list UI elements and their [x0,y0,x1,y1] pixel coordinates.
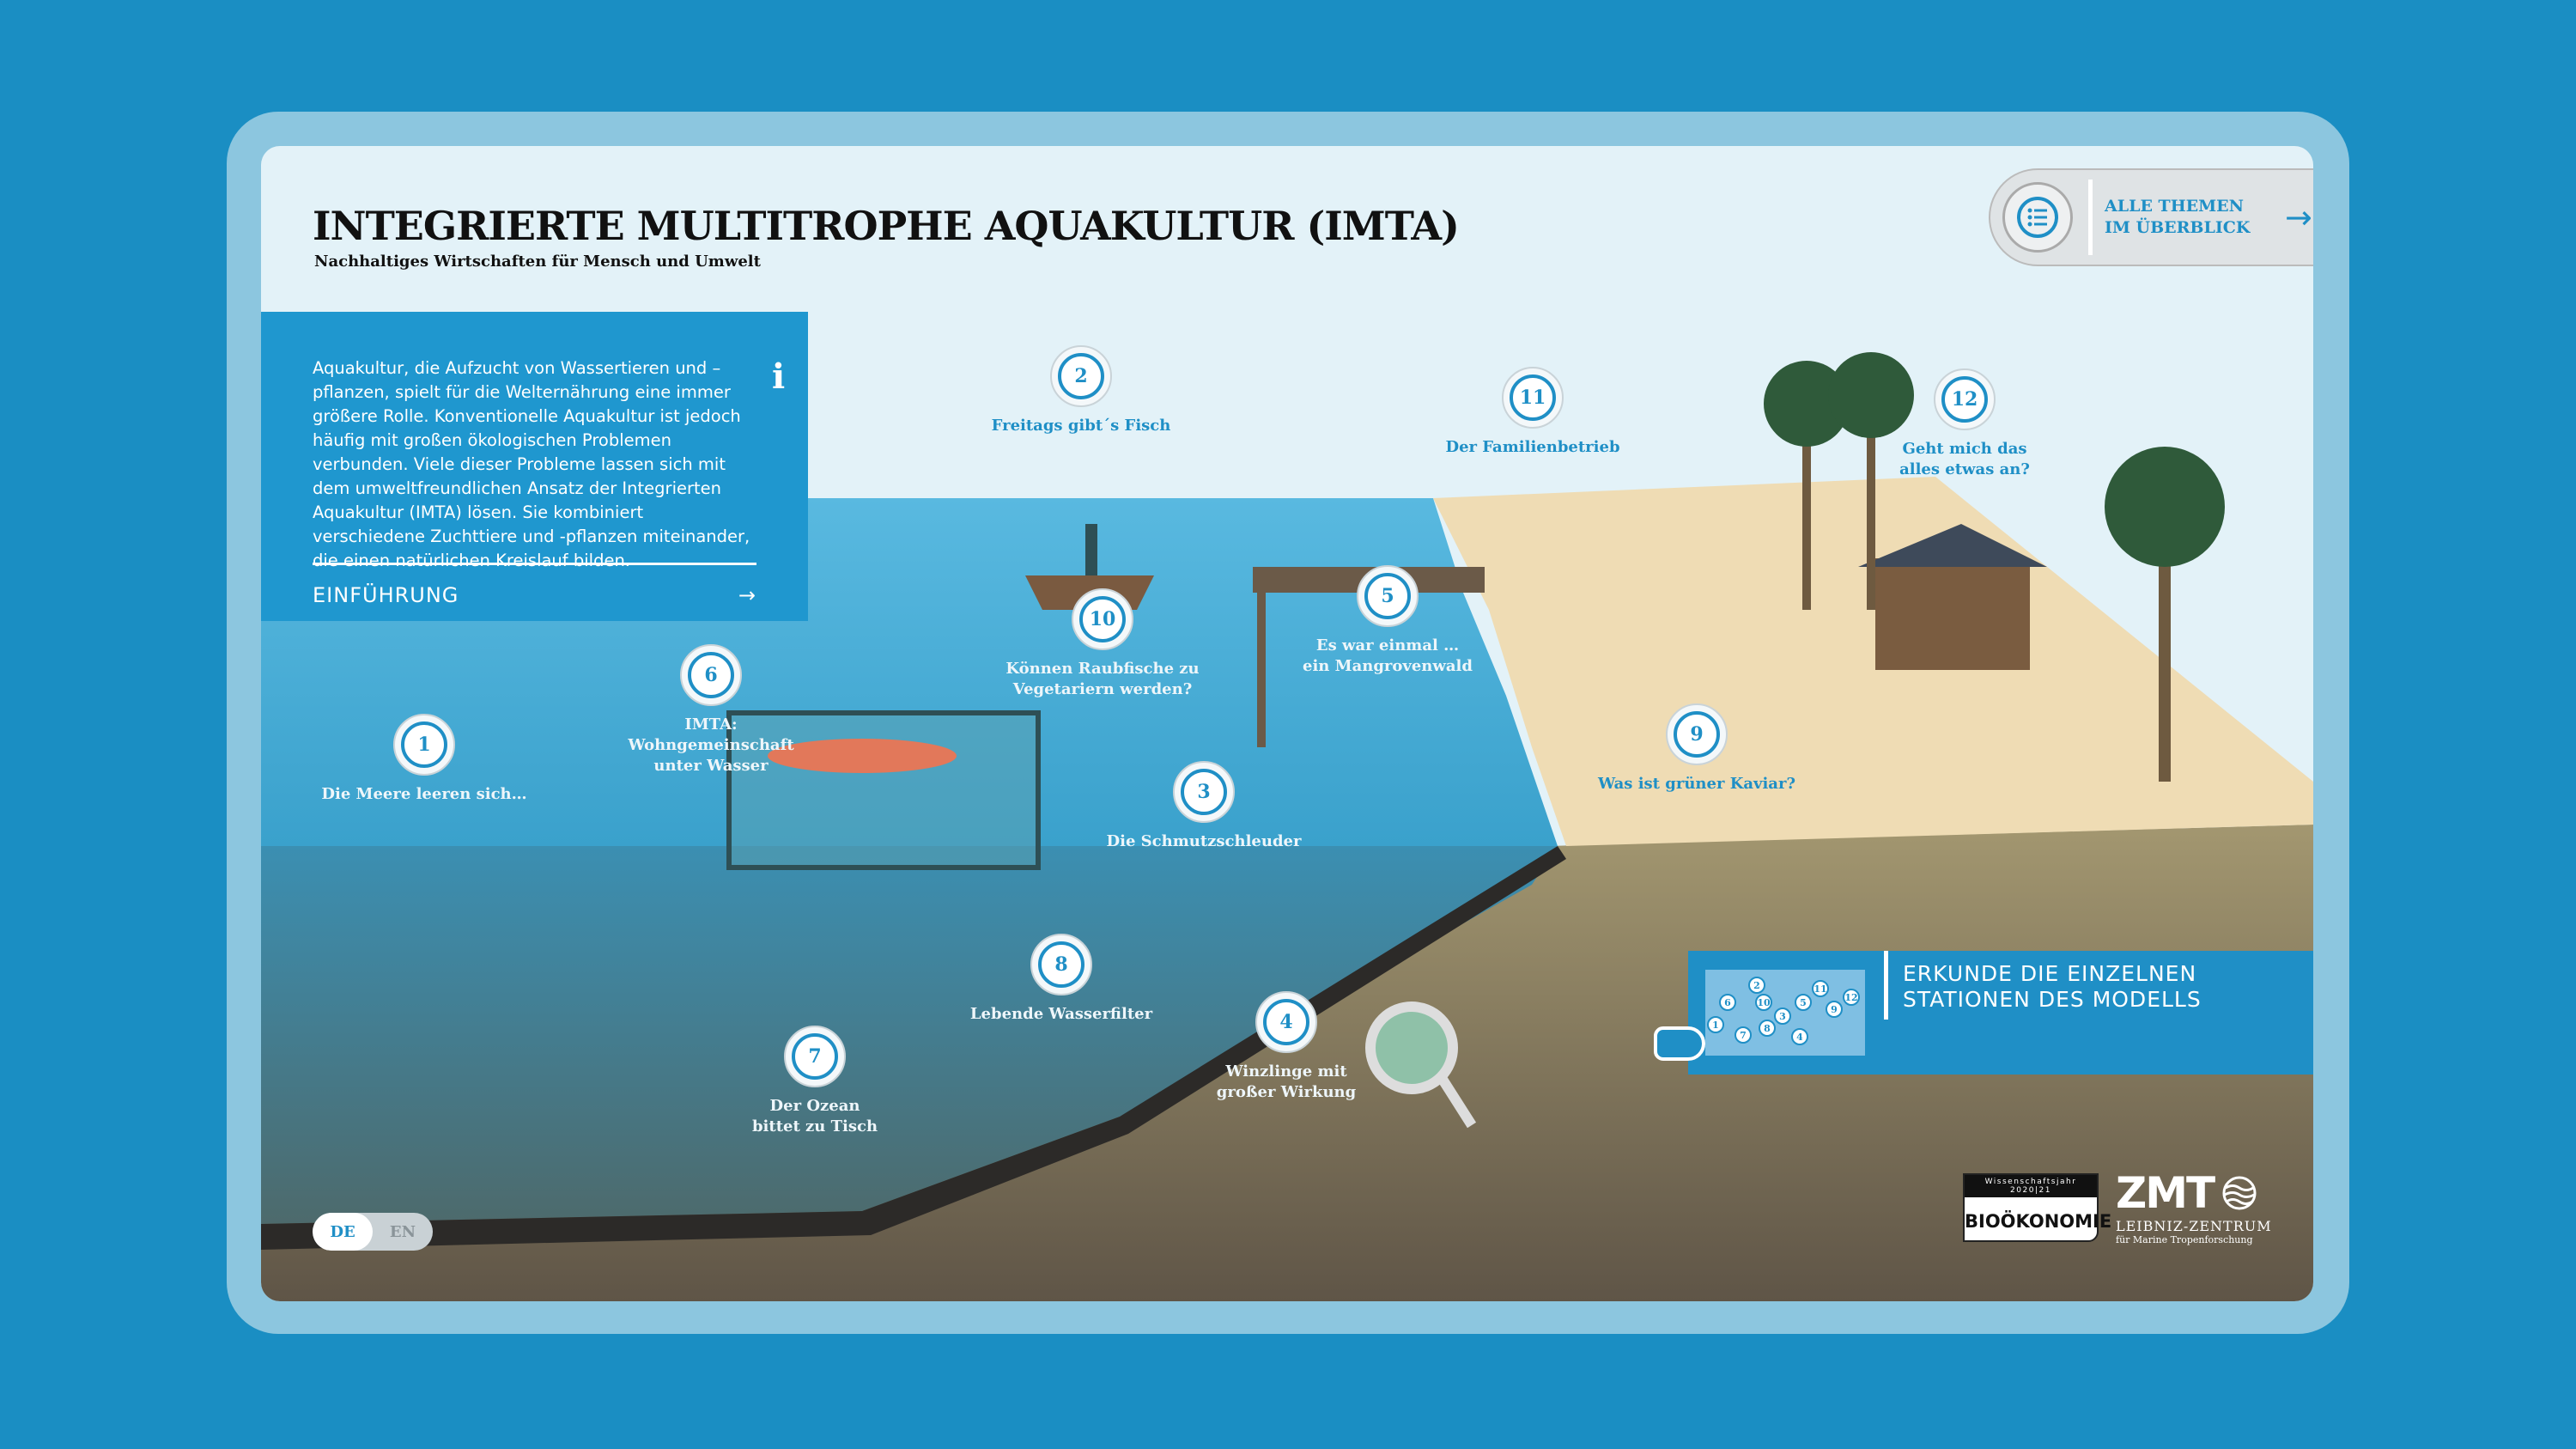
palm-trees [1764,352,2225,782]
biooekonomie-logo: Wissenschaftsjahr 2020|21 BIOÖKONOMIE [1963,1173,2111,1242]
underwater-section [261,846,1558,1224]
divider [313,563,756,565]
intro-text: Aquakultur, die Aufzucht von Wassertiere… [313,358,750,570]
intro-box: Aquakultur, die Aufzucht von Wassertiere… [261,312,808,621]
introduction-link[interactable]: EINFÜHRUNG → [313,578,756,612]
language-en[interactable]: EN [389,1222,416,1241]
language-toggle[interactable]: DE EN [313,1213,433,1251]
page-title: INTEGRIERTE MULTITROPHE AQUAKULTUR (IMTA… [313,203,1460,249]
aquaculture-illustration [261,352,2313,1301]
divider [2088,180,2093,255]
info-icon[interactable]: i [772,356,786,397]
wave-globe-icon [2222,1176,2257,1210]
arrow-right-icon: → [2285,198,2312,236]
zmt-logo: ZMT LEIBNIZ-ZENTRUM für Marine Tropenfor… [2116,1168,2272,1245]
hut [1858,524,2047,670]
magnifier-icon [1365,1002,1477,1129]
page-subtitle: Nachhaltiges Wirtschaften für Mensch und… [314,253,761,271]
list-icon [2002,182,2073,253]
arrow-right-icon: → [738,583,756,607]
language-de[interactable]: DE [313,1213,373,1251]
fish-cage [726,710,1041,870]
imta-panel: INTEGRIERTE MULTITROPHE AQUAKULTUR (IMTA… [261,146,2313,1301]
introduction-label: EINFÜHRUNG [313,583,459,607]
divider [1884,951,1888,1020]
beach [1433,477,2313,846]
pointing-hand-icon [1654,1026,1705,1061]
